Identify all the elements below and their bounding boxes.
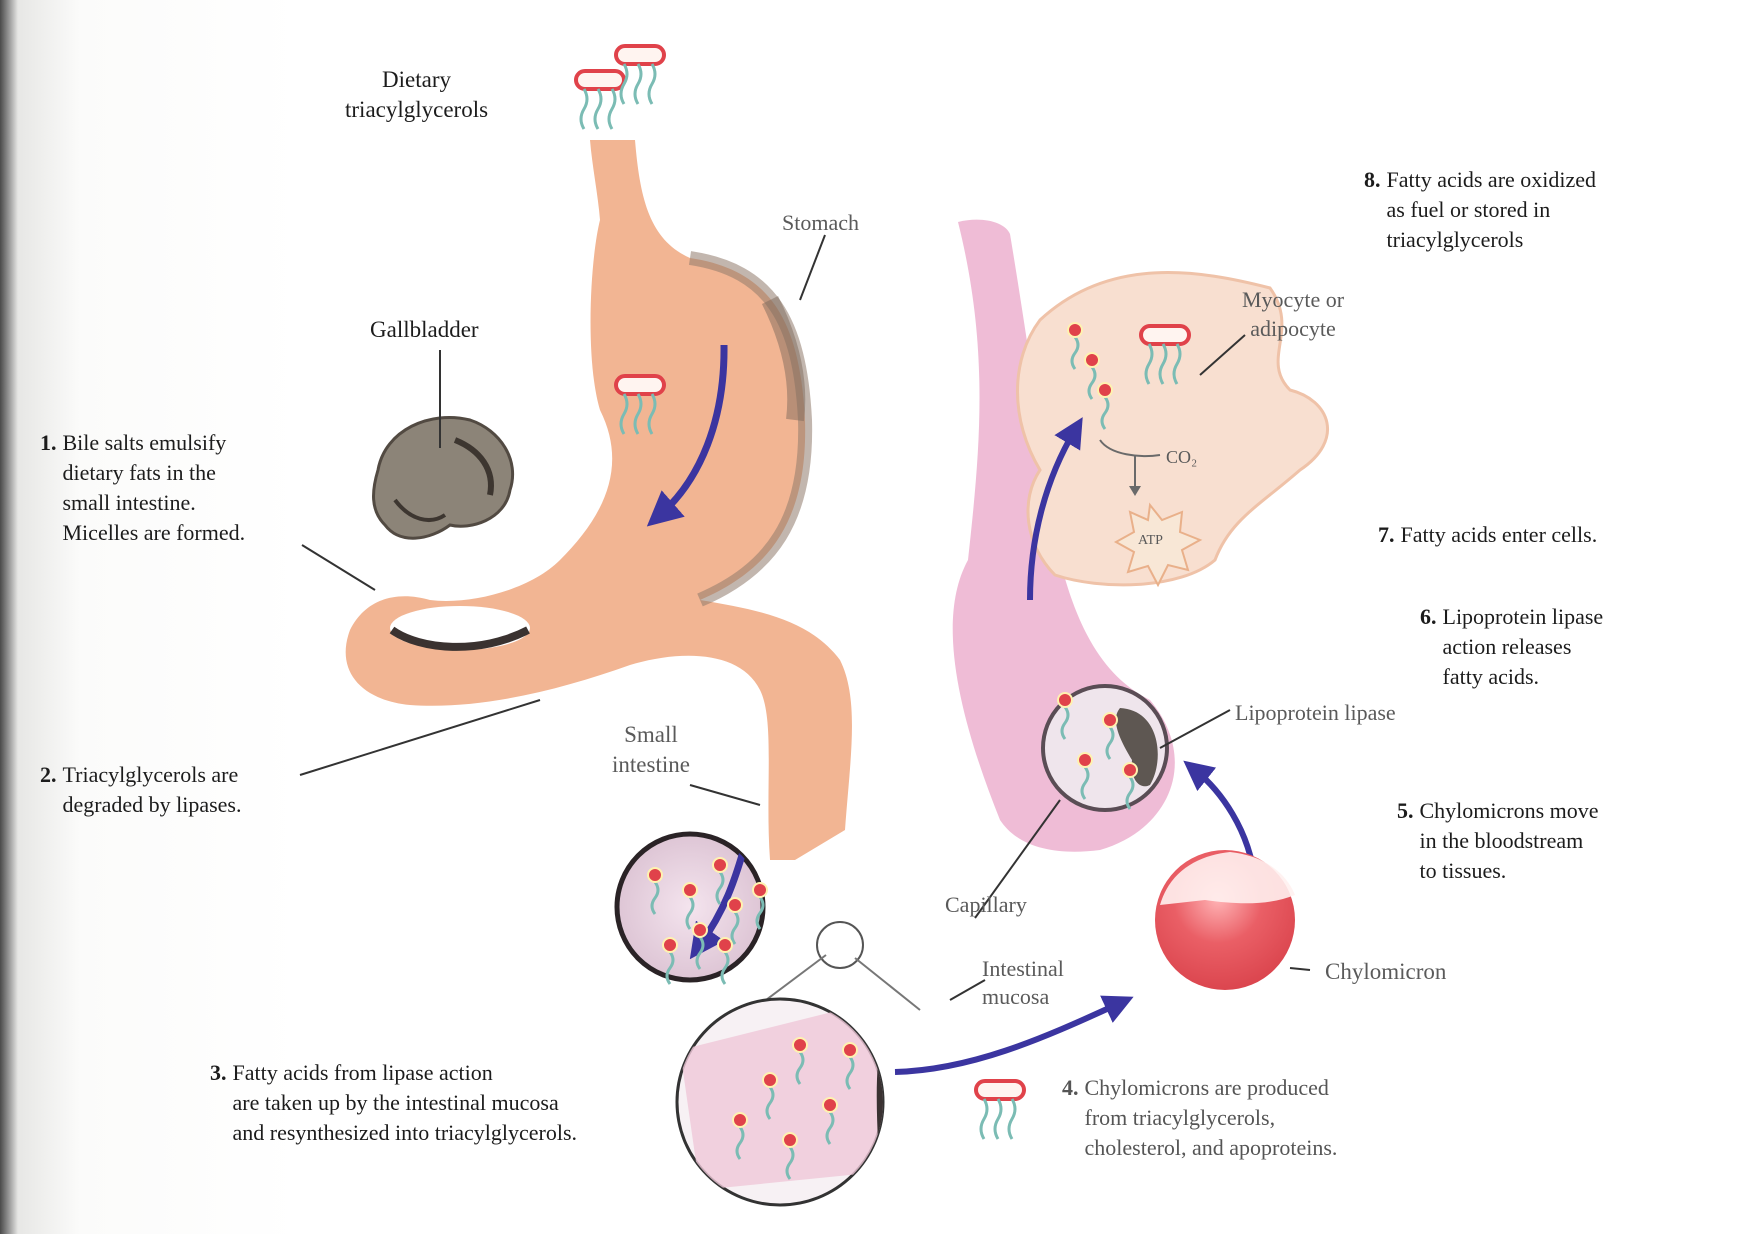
triacylglycerol-icon bbox=[976, 1081, 1024, 1139]
mucosa-inset bbox=[677, 999, 950, 1205]
label-gallbladder: Gallbladder bbox=[370, 315, 479, 345]
zoom-line-right bbox=[855, 958, 920, 1010]
chylomicron-particle bbox=[1155, 850, 1295, 990]
step-8: 8.Fatty acids are oxidized as fuel or st… bbox=[1364, 165, 1596, 255]
triacylglycerol-icon bbox=[576, 71, 624, 129]
step-5: 5.Chylomicrons move in the bloodstream t… bbox=[1397, 796, 1599, 886]
step-2: 2.Triacylglycerols are degraded by lipas… bbox=[40, 760, 242, 820]
label-intestinal-mucosa: Intestinal mucosa bbox=[982, 955, 1064, 1011]
step-3: 3.Fatty acids from lipase action are tak… bbox=[210, 1058, 577, 1148]
mucosa-to-lymph-arrow bbox=[895, 1003, 1120, 1072]
step-1: 1.Bile salts emulsify dietary fats in th… bbox=[40, 428, 245, 548]
gallbladder bbox=[374, 417, 513, 538]
step-7: 7.Fatty acids enter cells. bbox=[1378, 520, 1597, 550]
label-capillary: Capillary bbox=[945, 890, 1027, 920]
label-dietary-triacylglycerols: Dietary triacylglycerols bbox=[345, 65, 488, 125]
label-stomach: Stomach bbox=[782, 208, 859, 238]
step-6: 6.Lipoprotein lipase action releases fat… bbox=[1420, 602, 1603, 692]
zoom-circle-small bbox=[817, 922, 863, 968]
label-chylomicron: Chylomicron bbox=[1325, 957, 1446, 987]
step-4: 4.Chylomicrons are produced from triacyl… bbox=[1062, 1073, 1337, 1163]
label-small-intestine: Small intestine bbox=[612, 720, 690, 780]
label-myocyte-or-adipocyte: Myocyte or adipocyte bbox=[1242, 285, 1344, 343]
label-lipoprotein-lipase: Lipoprotein lipase bbox=[1235, 698, 1396, 728]
label-atp: ATP bbox=[1138, 526, 1163, 556]
label-co2: CO₂ bbox=[1166, 442, 1197, 472]
